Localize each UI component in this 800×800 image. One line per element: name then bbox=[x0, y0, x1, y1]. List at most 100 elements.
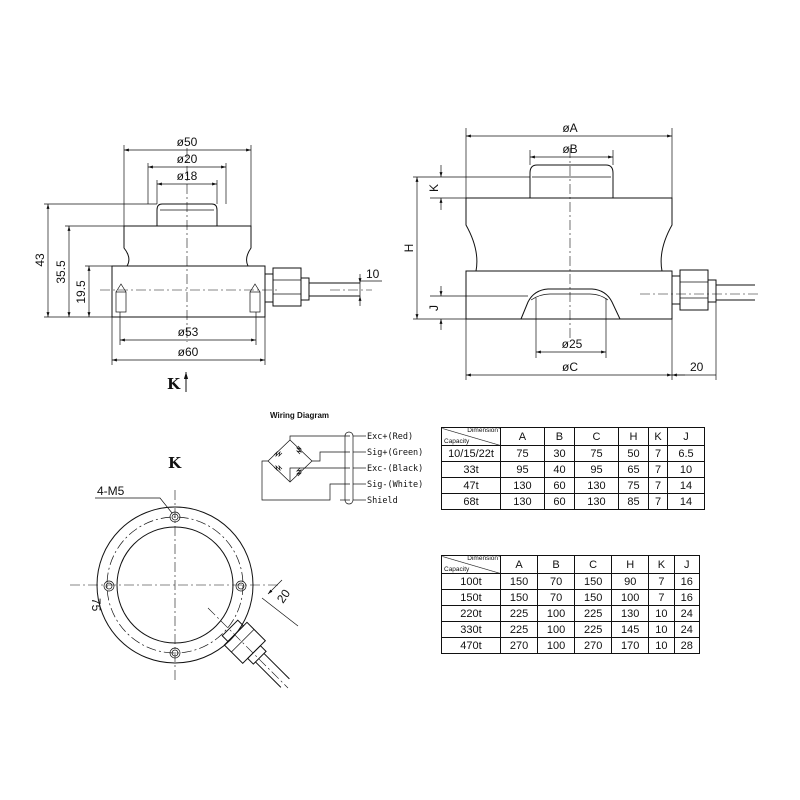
table-cell: 270 bbox=[574, 637, 613, 654]
corner-capacity-label: Capacity bbox=[444, 566, 470, 573]
table-row: 10/15/22t 75 30 75 50 7 6.5 bbox=[441, 445, 706, 462]
table-row: 33t 95 40 95 65 7 10 bbox=[441, 461, 706, 478]
table-cell: 225 bbox=[574, 621, 613, 638]
table-cell: 75 bbox=[617, 477, 650, 494]
table-cell: 16 bbox=[673, 589, 701, 606]
view-marker-k: K bbox=[167, 375, 181, 393]
table-cell: 100t bbox=[441, 573, 501, 590]
column-header: C bbox=[574, 427, 619, 446]
wire-label-shield: Shield bbox=[367, 496, 398, 506]
table-cell: 150 bbox=[574, 573, 613, 590]
corner-dimension-label: Dimension bbox=[467, 427, 498, 434]
table-cell: 85 bbox=[617, 493, 650, 510]
table-cell: 7 bbox=[648, 445, 668, 462]
table-cell: 68t bbox=[441, 493, 501, 510]
wire-label-sig-plus: Sig+(Green) bbox=[367, 448, 423, 458]
table-cell: 330t bbox=[441, 621, 501, 638]
table-cell: 150 bbox=[574, 589, 613, 606]
table-cell: 100 bbox=[537, 637, 576, 654]
dim-d60: ø60 bbox=[178, 345, 199, 359]
table-cell: 7 bbox=[648, 477, 668, 494]
table-cell: 70 bbox=[537, 573, 576, 590]
table-header-row: Dimension Capacity A B C H K J bbox=[441, 555, 701, 574]
table-cell: 100 bbox=[611, 589, 650, 606]
table-row: 470t 270 100 270 170 10 28 bbox=[441, 637, 701, 654]
bottom-cable-20: 20 bbox=[274, 586, 293, 605]
table-cell: 50 bbox=[617, 445, 650, 462]
column-header: B bbox=[543, 427, 576, 446]
wiring-diagram: Wiring Diagram Exc+(Red) Sig+(Green) Exc… bbox=[261, 411, 423, 506]
table-cell: 130 bbox=[574, 493, 619, 510]
mount-hole bbox=[235, 580, 247, 592]
table-cell: 225 bbox=[574, 605, 613, 622]
table-cell: 225 bbox=[499, 621, 539, 638]
table-cell: 170 bbox=[611, 637, 650, 654]
table-cell: 30 bbox=[543, 445, 576, 462]
table-cell: 28 bbox=[673, 637, 701, 654]
table-cell: 6.5 bbox=[666, 445, 706, 462]
table-cell: 130 bbox=[611, 605, 650, 622]
corner-capacity-label: Capacity bbox=[444, 438, 470, 445]
left-side-view: ø50 ø20 ø18 43 35.5 19.5 10 ø53 ø60 K bbox=[33, 135, 382, 393]
wiring-title: Wiring Diagram bbox=[270, 411, 329, 420]
wire-label-exc-plus: Exc+(Red) bbox=[367, 432, 413, 442]
table-header-row: Dimension Capacity A B C H K J bbox=[441, 427, 706, 446]
table-cell: 75 bbox=[574, 445, 619, 462]
column-header: C bbox=[574, 555, 613, 574]
dim-b: øB bbox=[562, 142, 577, 156]
table-cell: 75 bbox=[500, 445, 545, 462]
table-cell: 10 bbox=[648, 621, 675, 638]
table-cell: 16 bbox=[673, 573, 701, 590]
table-cell: 100 bbox=[537, 621, 576, 638]
column-header: H bbox=[611, 555, 650, 574]
table-cell: 7 bbox=[648, 493, 668, 510]
dim-d50: ø50 bbox=[177, 135, 198, 149]
table-row: 330t 225 100 225 145 10 24 bbox=[441, 621, 701, 638]
column-header: K bbox=[648, 427, 668, 446]
table-cell: 10/15/22t bbox=[441, 445, 501, 462]
table-cell: 225 bbox=[499, 605, 539, 622]
dim-a: øA bbox=[562, 121, 577, 135]
table-cell: 130 bbox=[500, 477, 545, 494]
corner-dimension-label: Dimension bbox=[467, 555, 498, 562]
mount-hole bbox=[169, 511, 181, 523]
column-header: H bbox=[617, 427, 650, 446]
table-cell: 40 bbox=[543, 461, 576, 478]
table-cell: 70 bbox=[537, 589, 576, 606]
column-header: B bbox=[537, 555, 576, 574]
dim-k: K bbox=[427, 184, 441, 192]
dim-h: H bbox=[402, 244, 416, 253]
dim-j: J bbox=[427, 305, 441, 311]
table-row: 220t 225 100 225 130 10 24 bbox=[441, 605, 701, 622]
column-header: A bbox=[500, 427, 545, 446]
table-row: 100t 150 70 150 90 7 16 bbox=[441, 573, 701, 590]
table-cell: 7 bbox=[648, 573, 675, 590]
dim-cable-10: 10 bbox=[366, 267, 380, 281]
wire-label-exc-minus: Exc-(Black) bbox=[367, 464, 423, 474]
table-cell: 24 bbox=[673, 605, 701, 622]
bottom-holes-label: 4-M5 bbox=[97, 484, 125, 498]
table-cell: 7 bbox=[648, 461, 668, 478]
table-cell: 7 bbox=[648, 589, 675, 606]
bottom-angle-label: 75 bbox=[89, 598, 103, 612]
dim-d25: ø25 bbox=[562, 337, 583, 351]
table-cell: 470t bbox=[441, 637, 501, 654]
table-cell: 33t bbox=[441, 461, 501, 478]
table-cell: 100 bbox=[537, 605, 576, 622]
table-cell: 145 bbox=[611, 621, 650, 638]
table-cell: 130 bbox=[574, 477, 619, 494]
table-cell: 14 bbox=[666, 477, 706, 494]
table-cell: 220t bbox=[441, 605, 501, 622]
wire-label-sig-minus: Sig-(White) bbox=[367, 480, 423, 490]
capacity-table-2: Dimension Capacity A B C H K J 100t 150 … bbox=[441, 555, 701, 654]
column-header: A bbox=[499, 555, 539, 574]
table-cell: 150 bbox=[499, 573, 539, 590]
dim-d20: ø20 bbox=[177, 152, 198, 166]
mount-hole bbox=[103, 580, 115, 592]
table-cell: 60 bbox=[543, 477, 576, 494]
table-cell: 270 bbox=[499, 637, 539, 654]
table-cell: 10 bbox=[648, 605, 675, 622]
table-cell: 130 bbox=[500, 493, 545, 510]
table-cell: 10 bbox=[666, 461, 706, 478]
table-cell: 24 bbox=[673, 621, 701, 638]
